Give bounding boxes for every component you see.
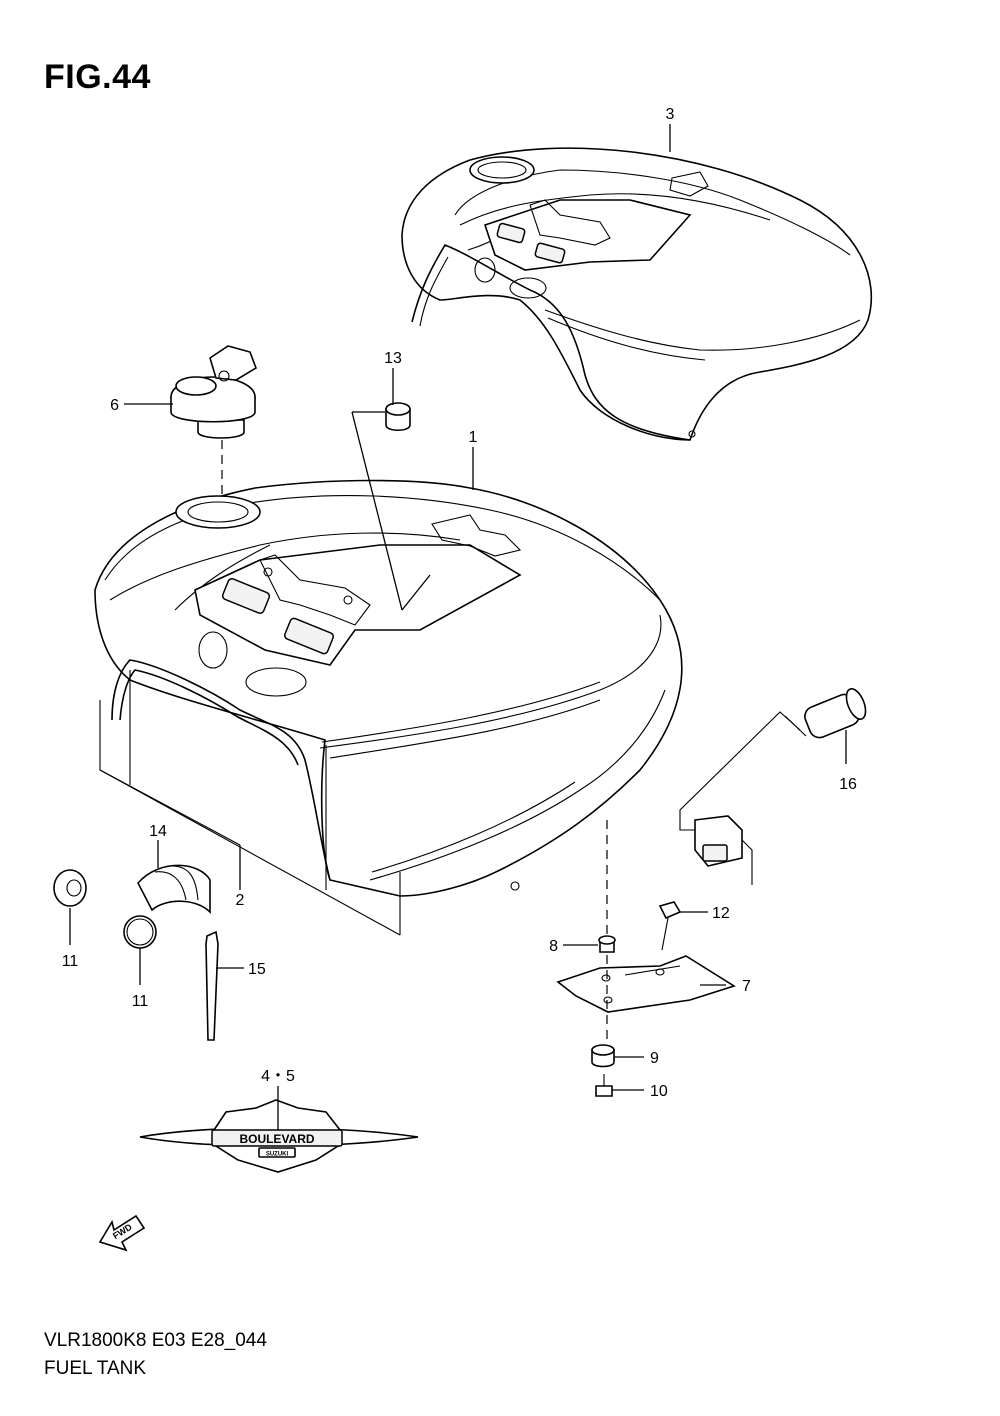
footer-section-name: FUEL TANK	[44, 1358, 147, 1379]
fuel-cap-part-6[interactable]	[170, 345, 257, 439]
callout-2: 2	[236, 892, 245, 909]
callout-8: 8	[549, 938, 558, 955]
plate-part-7[interactable]	[556, 955, 736, 1013]
callout-3: 3	[666, 106, 675, 123]
emblem-part-4-5[interactable]: BOULEVARD SUZUKI	[139, 1099, 419, 1173]
cable-tie-part-15[interactable]	[205, 930, 219, 1041]
bolt-part-12[interactable]	[658, 901, 682, 951]
forward-direction-arrow: FWD	[98, 1214, 146, 1252]
emblem-maker-text: SUZUKI	[266, 1152, 289, 1158]
callout-11b: 11	[132, 993, 149, 1010]
emblem-brand-text: BOULEVARD	[239, 1132, 314, 1146]
callout-11a: 11	[62, 953, 79, 970]
callout-13: 13	[384, 350, 402, 367]
tank-cover-part-3[interactable]	[401, 147, 873, 441]
grommet-part-9[interactable]	[591, 1044, 615, 1068]
grommet-part-13[interactable]	[385, 402, 411, 432]
callout-10: 10	[650, 1083, 668, 1100]
callout-9: 9	[650, 1050, 659, 1067]
callout-7: 7	[742, 978, 751, 995]
callout-15: 15	[248, 961, 266, 978]
rubber-cushion-part-14[interactable]	[137, 864, 211, 914]
callout-16: 16	[839, 776, 857, 793]
fuel-tank-part-1[interactable]	[94, 479, 683, 936]
footer-model-code: VLR1800K8 E03 E28_044	[44, 1330, 267, 1351]
figure-title: FIG.44	[44, 58, 151, 96]
bolt-part-10[interactable]	[595, 1074, 613, 1097]
fuel-pump-part-16[interactable]	[679, 686, 869, 885]
callout-labels: 3 13 6 1 16 14 2 12 8 11 15 7 11 9 4・5 1…	[62, 106, 857, 1100]
leader-lines	[69, 124, 847, 1130]
callout-4-5: 4・5	[261, 1068, 295, 1085]
cushion-part-11a[interactable]	[53, 869, 87, 907]
cushion-part-11b[interactable]	[123, 915, 157, 949]
collar-part-8[interactable]	[598, 935, 616, 953]
callout-1: 1	[469, 429, 478, 446]
callout-6: 6	[110, 397, 119, 414]
callout-12: 12	[712, 905, 730, 922]
callout-14: 14	[149, 823, 167, 840]
